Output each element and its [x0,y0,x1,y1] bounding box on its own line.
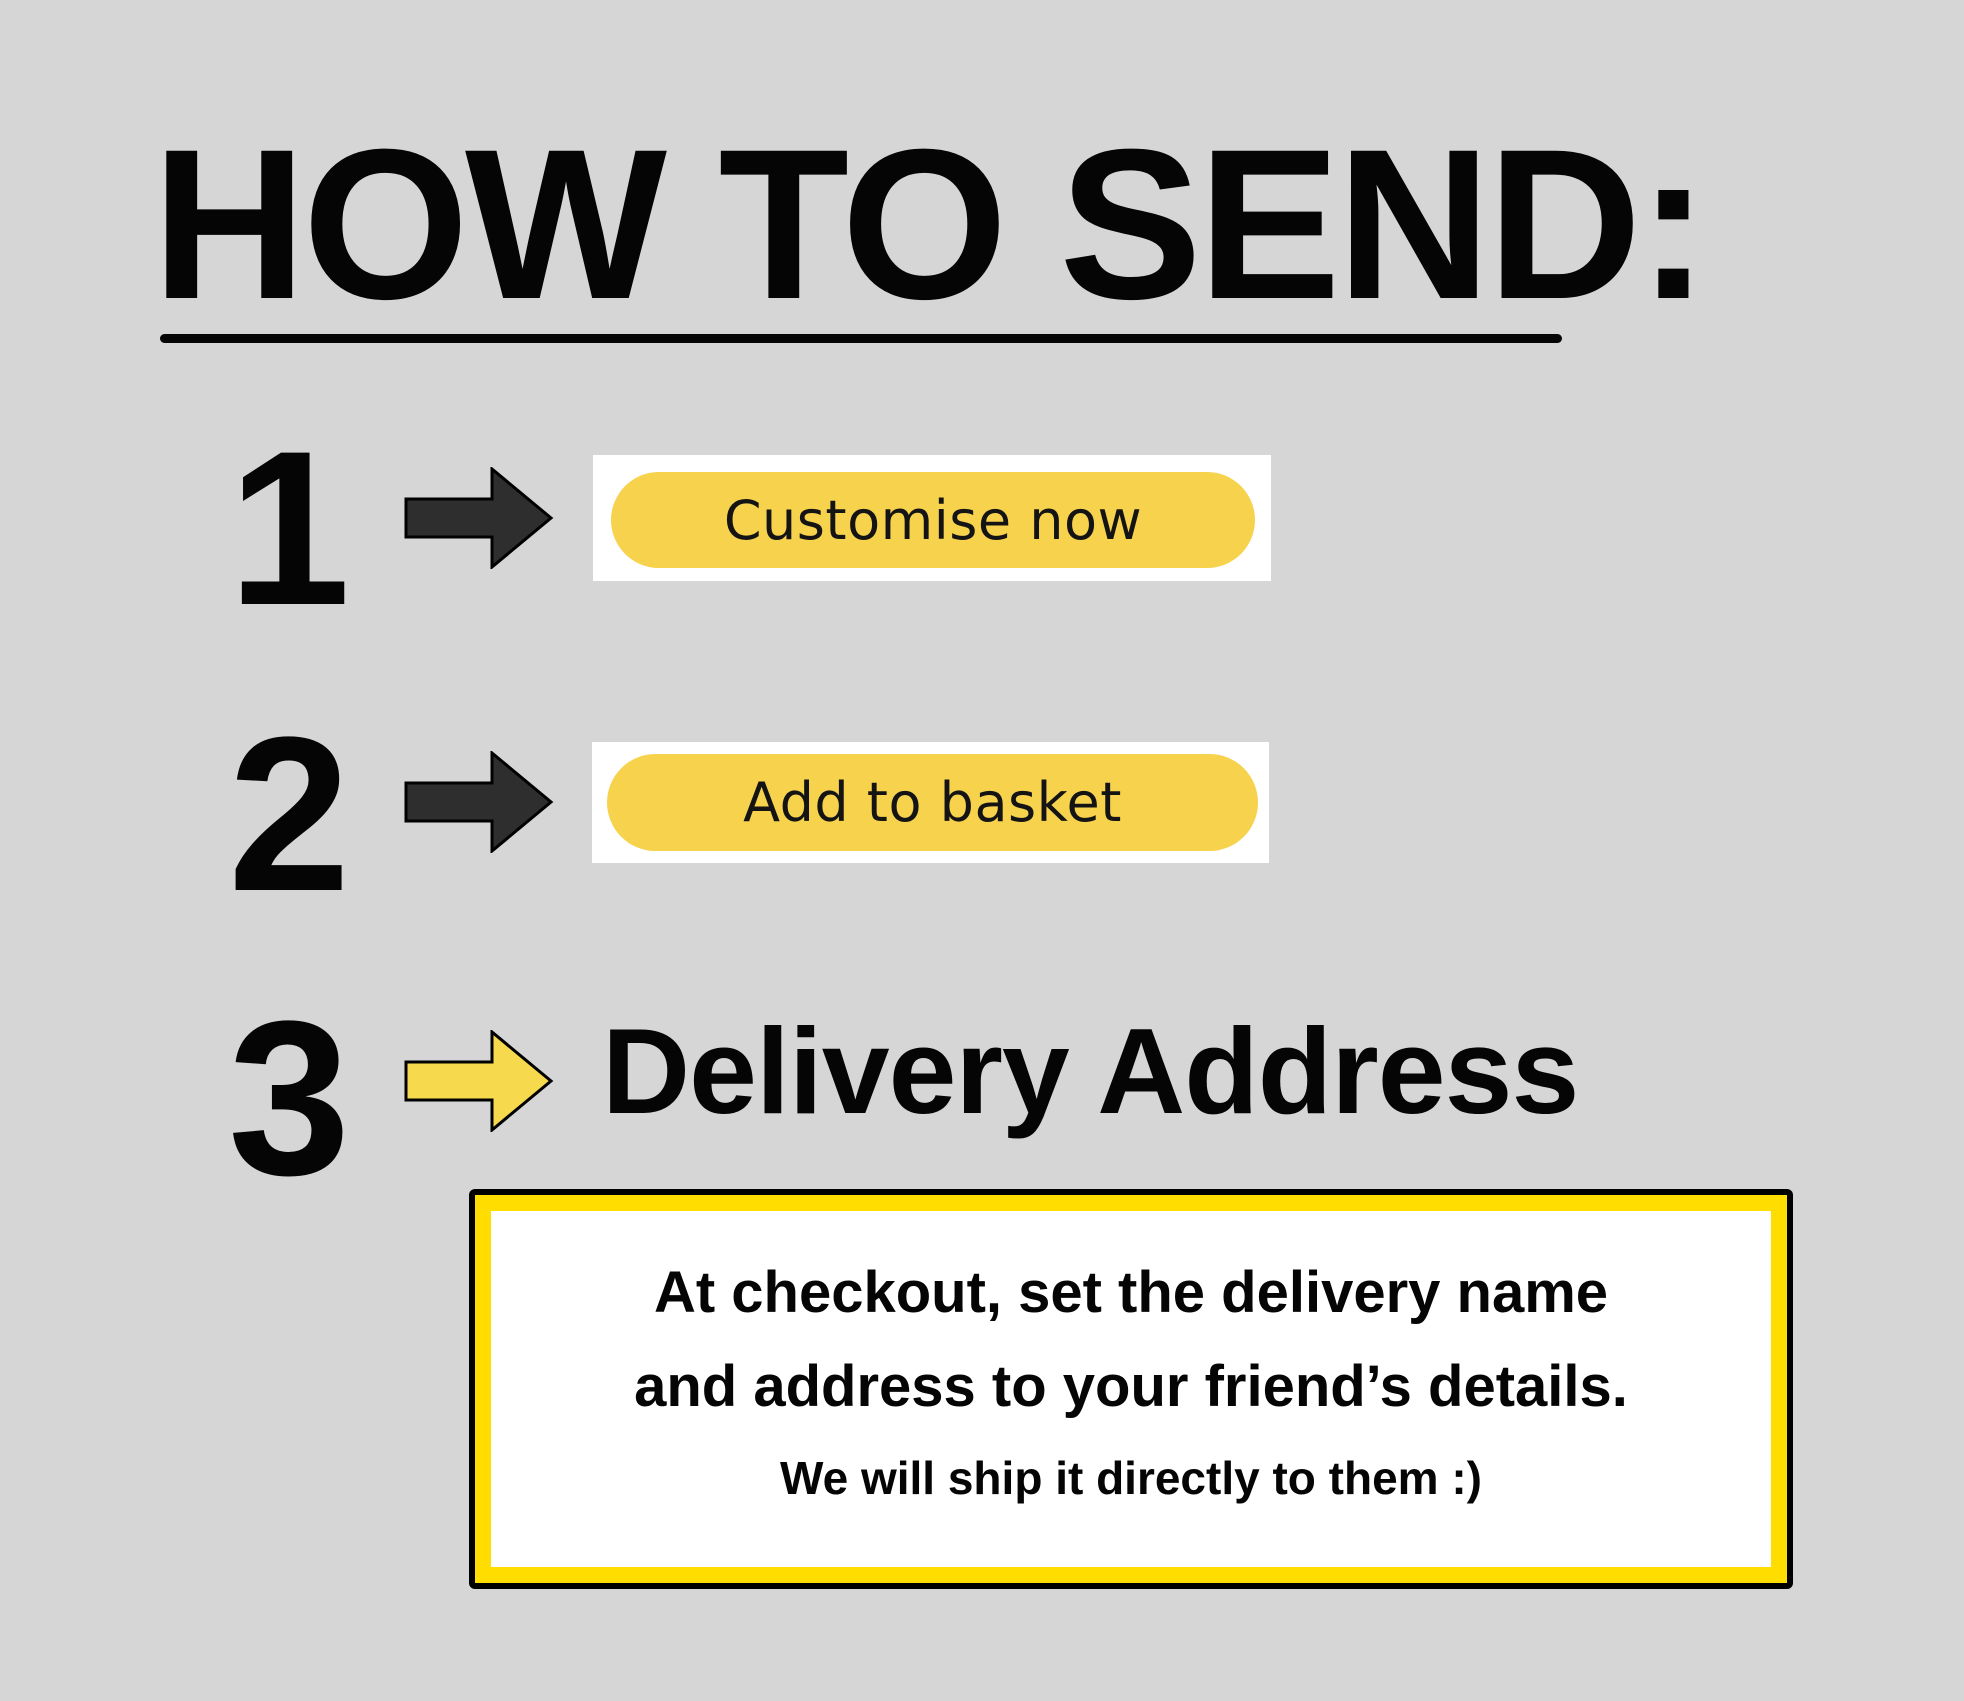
step-1-right-arrow-icon [404,467,554,569]
step-1-button-panel: Customise now [593,455,1271,581]
checkout-info-box: At checkout, set the delivery name and a… [469,1189,1793,1589]
step-2-button-panel: Add to basket [592,742,1269,863]
page-title: HOW TO SEND: [152,105,1709,344]
info-box-content: At checkout, set the delivery name and a… [491,1211,1771,1567]
title-underline [160,334,1562,343]
add-to-basket-button[interactable]: Add to basket [607,754,1258,851]
delivery-address-label: Delivery Address [602,1003,1579,1139]
info-line-3: We will ship it directly to them :) [780,1452,1482,1504]
info-line-1: At checkout, set the delivery name [653,1260,1609,1325]
customise-now-button[interactable]: Customise now [611,472,1255,568]
step-3-number: 3 [228,975,351,1221]
info-box-yellow-border: At checkout, set the delivery name and a… [475,1195,1787,1583]
info-line-2: and address to your friend’s details. [634,1354,1628,1419]
step-2-right-arrow-icon [404,751,554,853]
step-2-number: 2 [228,691,351,937]
step-3-right-arrow-icon [404,1030,554,1132]
step-1-number: 1 [228,405,351,651]
